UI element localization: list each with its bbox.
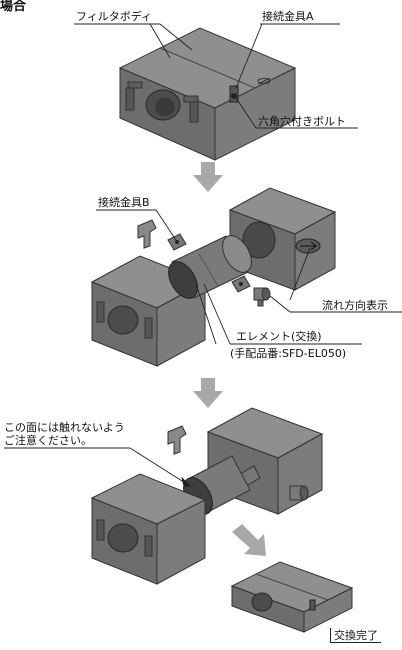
label-hex-bolt: 六角穴付きボルト	[258, 115, 346, 128]
assembled-filter-body	[118, 27, 297, 161]
diagonal-arrow	[232, 524, 266, 556]
leader-lines-step3	[4, 447, 192, 487]
exploded-right-body	[228, 187, 337, 291]
label-flow-direction: 流れ方向表示	[322, 299, 388, 312]
label-fitting-a: 接続金具A	[262, 10, 314, 23]
corner-heading: 場合	[0, 0, 27, 14]
step-arrow-1	[193, 162, 223, 192]
filter-element-cylinder	[168, 235, 252, 299]
exploded-left-body	[90, 255, 207, 367]
caution-line-1: この面には触れないよう	[4, 421, 125, 434]
label-fitting-b: 接続金具B	[98, 196, 150, 209]
leader-lines-step2	[96, 209, 402, 345]
step3-left-body	[90, 473, 207, 585]
bolt-and-plug-parts	[231, 275, 271, 307]
label-element: エレメント(交換)	[236, 330, 322, 343]
label-complete: 交換完了	[330, 628, 381, 643]
label-filter-body: フィルタボディ	[76, 10, 153, 23]
step3-fitting-b	[167, 425, 187, 455]
step-arrow-2	[193, 378, 223, 408]
label-part-number: (手配品番:SFD-EL050)	[230, 347, 347, 360]
fitting-b-part	[137, 219, 187, 251]
completed-assembly	[230, 561, 354, 633]
leader-lines-step1	[74, 23, 358, 129]
caution-line-2: ご注意ください。	[4, 434, 92, 447]
